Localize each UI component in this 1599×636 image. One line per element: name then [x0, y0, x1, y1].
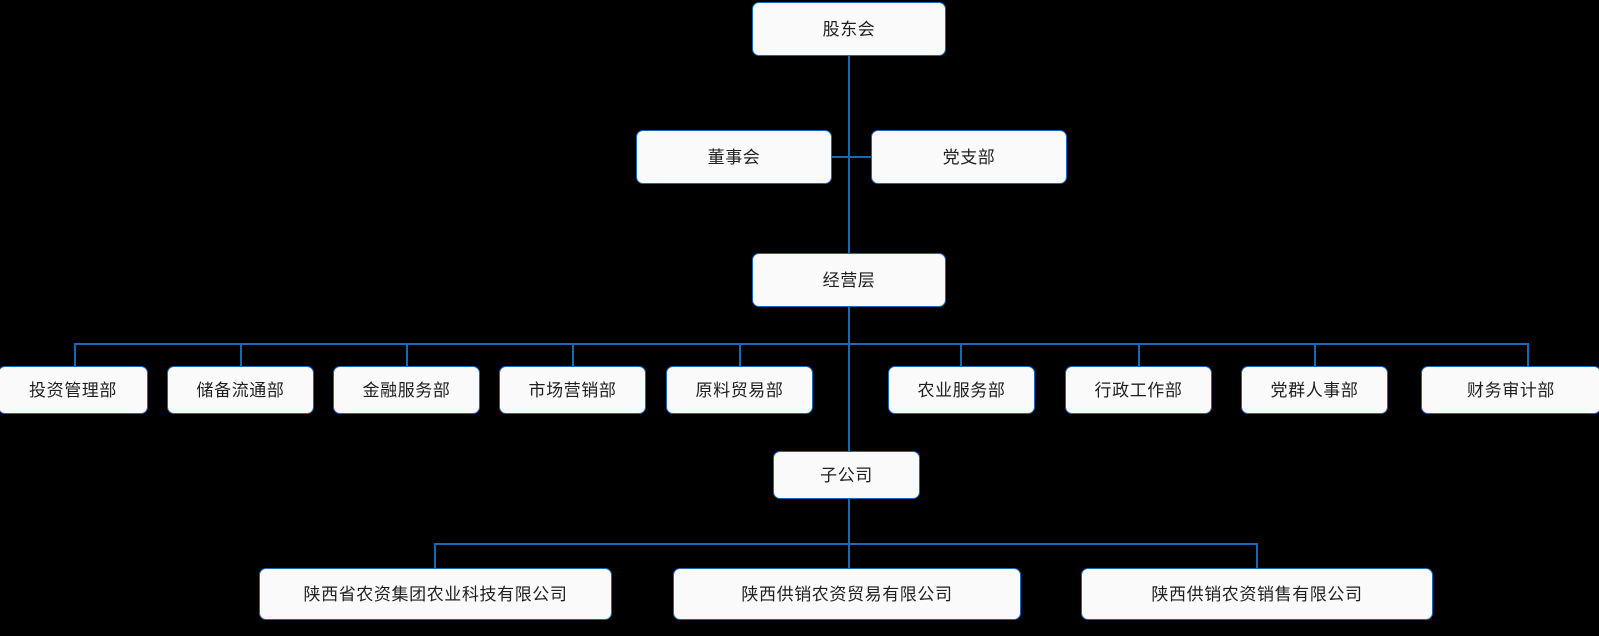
edge-department-bus	[74, 343, 1527, 345]
edge-board-party-horizontal	[831, 156, 872, 158]
node-subsidiary-sales[interactable]: 陕西供销农资销售有限公司	[1081, 568, 1433, 620]
edge-department-bus-to-subsidiary-group	[848, 343, 850, 452]
edge-management-to-department-bus	[848, 306, 850, 344]
edge-subsidiary-bus	[434, 543, 1257, 545]
node-department-reserve-circulation[interactable]: 储备流通部	[167, 366, 314, 414]
edge-drop-dept-5	[739, 343, 741, 367]
node-department-financial-services[interactable]: 金融服务部	[333, 366, 480, 414]
node-department-administration[interactable]: 行政工作部	[1065, 366, 1212, 414]
node-management[interactable]: 经营层	[752, 253, 946, 307]
edge-drop-dept-2	[240, 343, 242, 367]
edge-drop-dept-1	[74, 343, 76, 367]
edge-drop-dept-9	[1527, 343, 1529, 367]
node-subsidiary-agri-tech[interactable]: 陕西省农资集团农业科技有限公司	[259, 568, 612, 620]
node-department-party-personnel[interactable]: 党群人事部	[1241, 366, 1388, 414]
node-department-raw-material-trade[interactable]: 原料贸易部	[666, 366, 813, 414]
node-board-of-directors[interactable]: 董事会	[636, 130, 832, 184]
edge-shareholders-to-junction	[848, 55, 850, 157]
edge-drop-dept-6	[960, 343, 962, 367]
node-department-investment[interactable]: 投资管理部	[0, 366, 148, 414]
node-party-branch[interactable]: 党支部	[871, 130, 1067, 184]
edge-drop-dept-3	[406, 343, 408, 367]
edge-drop-dept-7	[1138, 343, 1140, 367]
edge-junction-to-management	[848, 156, 850, 255]
edge-drop-subsidiary-1	[434, 543, 436, 569]
node-subsidiary-trade[interactable]: 陕西供销农资贸易有限公司	[673, 568, 1021, 620]
edge-drop-dept-8	[1314, 343, 1316, 367]
edge-drop-subsidiary-3	[1256, 543, 1258, 569]
node-shareholders[interactable]: 股东会	[752, 2, 946, 56]
node-department-agricultural-services[interactable]: 农业服务部	[888, 366, 1035, 414]
edge-drop-dept-4	[572, 343, 574, 367]
node-subsidiary-group[interactable]: 子公司	[773, 451, 920, 499]
edge-drop-subsidiary-2	[848, 543, 850, 569]
node-department-marketing[interactable]: 市场营销部	[499, 366, 646, 414]
node-department-finance-audit[interactable]: 财务审计部	[1421, 366, 1599, 414]
